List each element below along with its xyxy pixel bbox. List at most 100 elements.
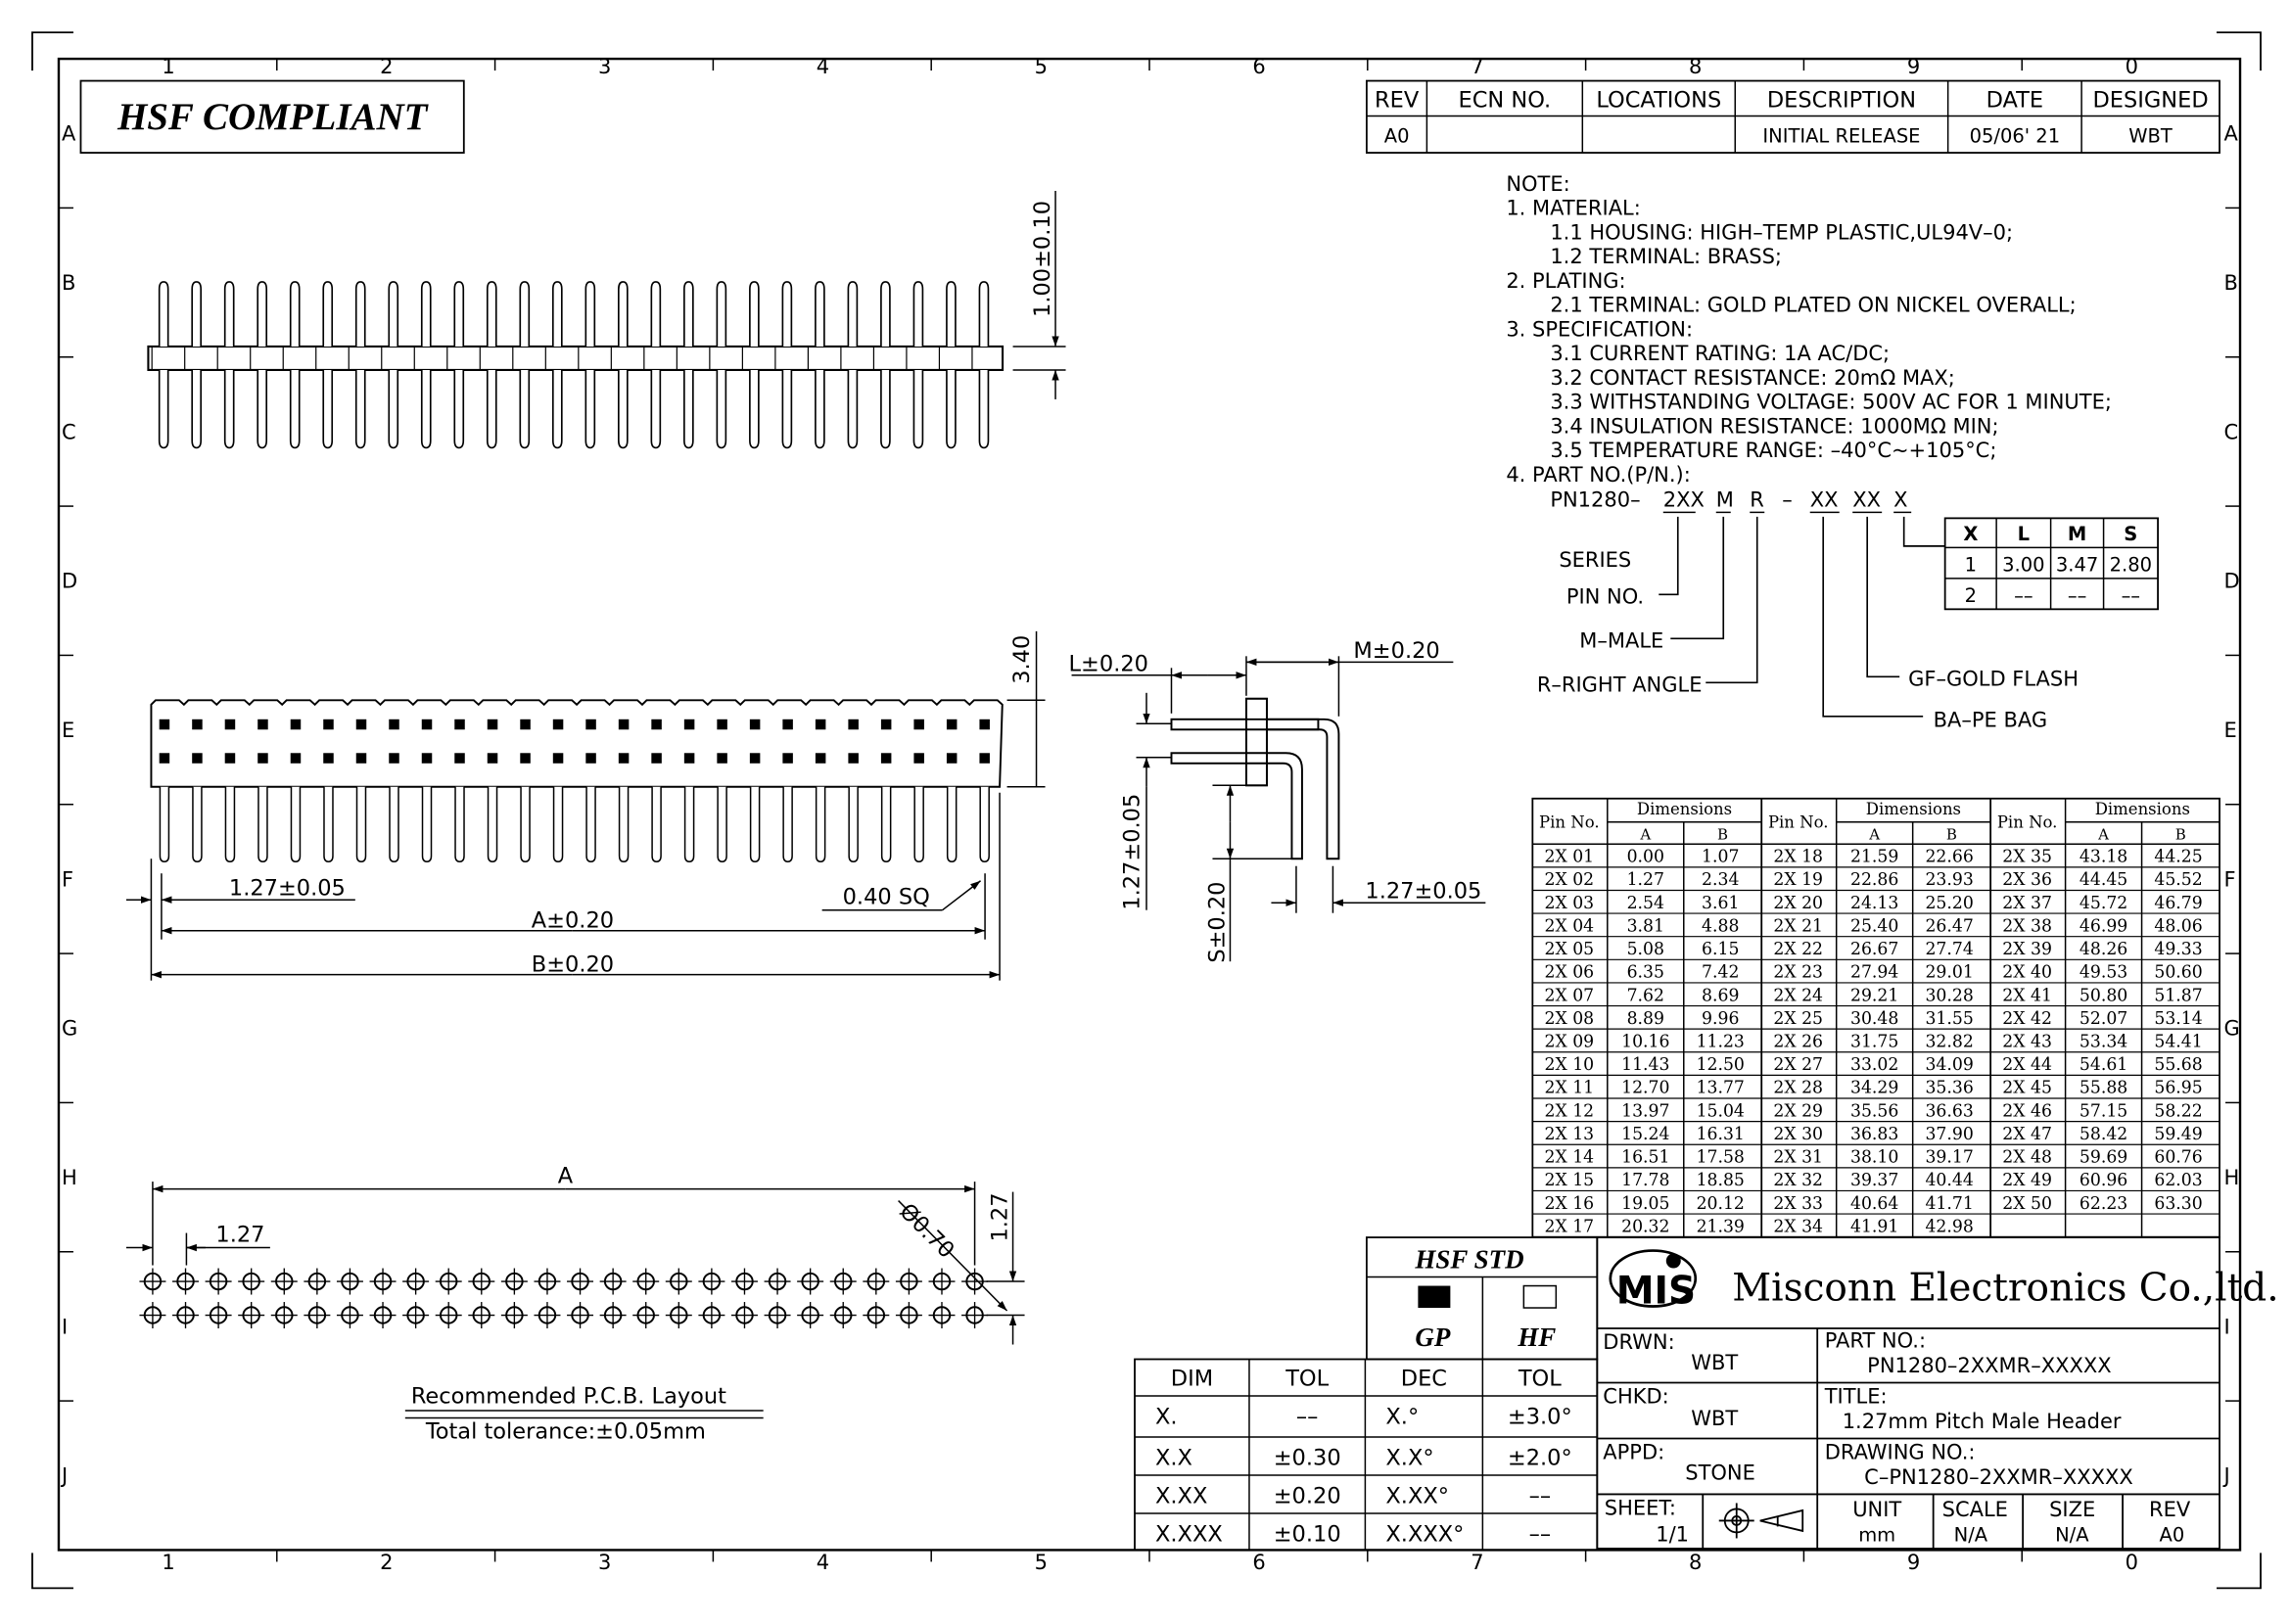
dimension-table-cell: 10.16 xyxy=(1621,1033,1669,1052)
top-view-pin-upper xyxy=(847,281,859,347)
top-view-pin-lower xyxy=(354,369,366,449)
front-view-pin-leg xyxy=(749,786,761,862)
dimension-table-cell: 2X 27 xyxy=(1773,1055,1823,1075)
tolerance-table-cell: ±0.30 xyxy=(1274,1445,1341,1470)
dim-pcb-pitch-horizontal: 1.27 xyxy=(215,1223,264,1248)
hsf-compliant-badge: HSF COMPLIANT xyxy=(79,79,465,154)
front-view-pin-top-row xyxy=(880,719,892,730)
zone-row-label-right: I xyxy=(2224,1315,2230,1338)
front-view-pin-top-row xyxy=(683,719,695,730)
top-view-pin-upper xyxy=(946,281,957,347)
length-table-cell: 2 xyxy=(1965,584,1977,607)
pcb-dimensions xyxy=(125,1182,1025,1419)
front-view-pin-bottom-row xyxy=(290,753,302,764)
zone-column-label-bottom: 7 xyxy=(1471,1551,1483,1574)
zone-row-label-right: G xyxy=(2224,1017,2240,1041)
dimension-table-cell: 39.17 xyxy=(1925,1148,1973,1168)
dimension-table-group-header: Dimensions xyxy=(2095,800,2190,818)
front-view-pin-leg xyxy=(651,786,662,862)
dimension-table-group-header: Dimensions xyxy=(1866,800,1961,818)
length-table-cell: 3.47 xyxy=(2056,553,2098,576)
title-value: 1.27mm Pitch Male Header xyxy=(1843,1410,2122,1433)
top-view-pin-lower xyxy=(815,369,825,449)
dimension-table-cell: 2X 16 xyxy=(1544,1194,1594,1214)
rev-value: A0 xyxy=(2160,1523,2185,1546)
tolerance-table-header: TOL xyxy=(1518,1366,1562,1391)
scale-value: N/A xyxy=(1954,1523,1988,1546)
dimension-table-cell: 2X 05 xyxy=(1544,940,1594,959)
front-view-pin-bottom-row xyxy=(946,753,958,764)
dimension-table-cell: 45.72 xyxy=(2080,894,2127,913)
top-view-pin-lower xyxy=(158,369,169,449)
dimension-table-cell: 2X 18 xyxy=(1773,848,1823,867)
dimension-table-pin-header: Pin No. xyxy=(1997,813,2058,832)
hsf-hf: HF xyxy=(1517,1322,1556,1352)
tolerance-table-cell: X.° xyxy=(1385,1404,1419,1429)
dimension-table-cell: 2X 23 xyxy=(1773,963,1823,983)
dimension-table-cell: 51.87 xyxy=(2154,986,2202,1005)
zone-row-label-right: J xyxy=(2222,1464,2230,1488)
front-view-pin-bottom-row xyxy=(389,753,399,764)
top-view-pin-upper xyxy=(486,281,497,347)
front-view-pin-bottom-row xyxy=(159,753,170,764)
dimension-table-cell: 41.91 xyxy=(1850,1217,1898,1236)
front-view-pin-top-row xyxy=(782,719,793,730)
dimension-table-pin-header: Pin No. xyxy=(1539,813,1600,832)
side-view-dimensions xyxy=(1071,656,1486,962)
part-number-segment: XX xyxy=(1852,487,1881,511)
dim-side-m: M±0.20 xyxy=(1353,638,1439,664)
zone-column-label-bottom: 9 xyxy=(1907,1551,1920,1574)
dimension-table-cell: 43.18 xyxy=(2080,848,2127,867)
front-view-pin-bottom-row xyxy=(585,753,596,764)
front-view-pin-top-row xyxy=(454,719,465,730)
front-view-pin-top-row xyxy=(192,719,203,730)
zone-row-label-right: D xyxy=(2224,570,2240,593)
dimension-table-cell: 2X 04 xyxy=(1544,916,1594,936)
revision-header: LOCATIONS xyxy=(1596,88,1721,114)
dimension-table-cell: 62.23 xyxy=(2080,1194,2127,1214)
pcb-layout-title: Recommended P.C.B. Layout xyxy=(411,1383,726,1409)
front-view-pin-leg xyxy=(421,786,433,862)
callout-right-angle: R–RIGHT ANGLE xyxy=(1537,673,1703,696)
front-view-pin-leg xyxy=(257,786,268,862)
note-line: 3.4 INSULATION RESISTANCE: 1000MΩ MIN; xyxy=(1550,414,1998,438)
dimension-table-cell: 2X 34 xyxy=(1773,1217,1823,1236)
dimension-table-cell: 13.77 xyxy=(1697,1079,1745,1098)
dimension-table-cell: 2X 19 xyxy=(1773,870,1823,890)
front-view-pin-leg xyxy=(355,786,367,862)
note-line: NOTE: xyxy=(1506,172,1569,196)
front-view-pin-leg xyxy=(979,786,990,862)
top-view-pin-upper xyxy=(388,281,399,347)
dimension-table-cell: 9.96 xyxy=(1702,1009,1739,1029)
revision-cell: WBT xyxy=(2128,125,2173,148)
dim-b: B±0.20 xyxy=(532,952,614,978)
dimension-table-cell: 53.14 xyxy=(2154,1009,2202,1029)
dimension-table-cell: 31.55 xyxy=(1925,1009,1973,1029)
part-no-label: PART NO.: xyxy=(1825,1329,1926,1353)
zone-column-label-top: 0 xyxy=(2126,55,2138,78)
dimension-table-cell: 12.70 xyxy=(1621,1079,1669,1098)
tolerance-table-header: TOL xyxy=(1285,1366,1329,1391)
front-view-pin-top-row xyxy=(389,719,399,730)
top-view-pin-lower xyxy=(322,369,334,449)
front-view-pin-bottom-row xyxy=(782,753,793,764)
dim-a: A±0.20 xyxy=(532,908,614,934)
callout-gold-flash: GF–GOLD FLASH xyxy=(1908,667,2079,690)
chkd-value: WBT xyxy=(1691,1407,1738,1430)
dimension-table-cell: 15.24 xyxy=(1621,1125,1669,1144)
dimension-table-cell: 58.42 xyxy=(2080,1125,2127,1144)
front-view-pin-top-row xyxy=(159,719,170,730)
drawing-no-value: C–PN1280–2XXMR–XXXXX xyxy=(1864,1465,2133,1489)
dimension-table-cell: 36.83 xyxy=(1850,1125,1898,1144)
dimension-table-cell: 35.56 xyxy=(1850,1101,1898,1121)
top-view-pin-upper xyxy=(815,281,825,347)
dimension-table-cell: 7.62 xyxy=(1627,986,1664,1005)
dimension-table-cell: 59.49 xyxy=(2154,1125,2202,1144)
top-view-pin-lower xyxy=(289,369,301,449)
dimension-table-cell: 2X 39 xyxy=(2002,940,2052,959)
top-view-pin-upper xyxy=(880,281,891,347)
note-line: 1. MATERIAL: xyxy=(1506,197,1640,220)
top-view-pin-upper xyxy=(912,281,924,347)
